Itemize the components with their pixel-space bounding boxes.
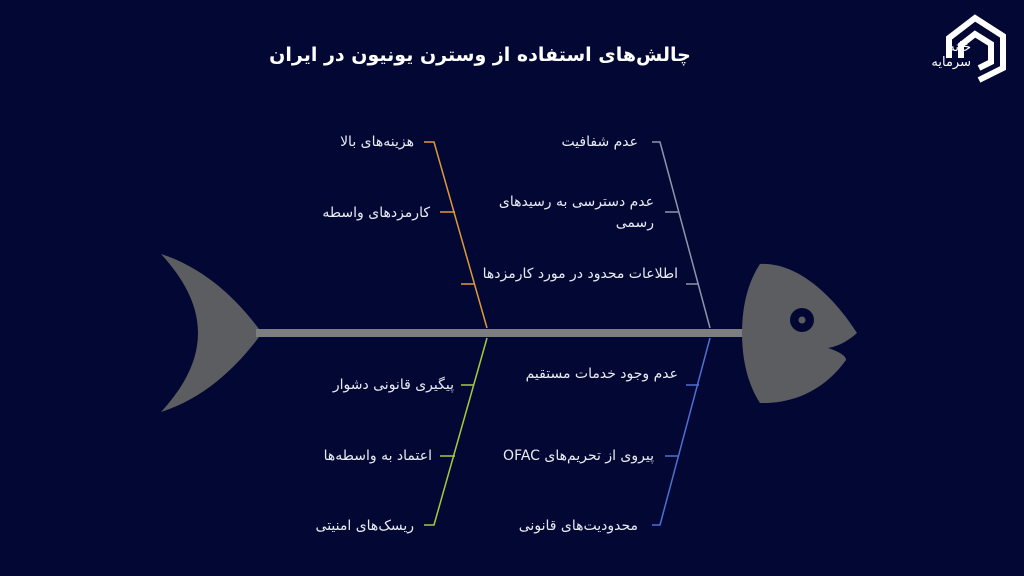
fish-spine bbox=[256, 329, 750, 337]
fish-head bbox=[742, 263, 857, 404]
fish-eye-pupil bbox=[798, 316, 806, 324]
label-top-right-2: عدم دسترسی به رسیدهای رسمی bbox=[498, 194, 654, 231]
label-bottom-right-1: عدم وجود خدمات مستقیم bbox=[525, 366, 678, 382]
branch-bottom-right bbox=[652, 337, 711, 526]
logo-text-line1: خانه bbox=[948, 40, 971, 55]
label-bottom-right-3: محدودیت‌های قانونی bbox=[518, 518, 638, 534]
page-title: چالش‌های استفاده از وسترن یونیون در ایرا… bbox=[269, 44, 691, 66]
label-bottom-left-1: پیگیری قانونی دشوار bbox=[332, 377, 454, 393]
logo-text: خانه سرمایه bbox=[893, 40, 971, 70]
house-logo-icon bbox=[946, 14, 1006, 83]
label-top-right-1: عدم شفافیت bbox=[561, 134, 638, 150]
label-bottom-left-2: اعتماد به واسطه‌ها bbox=[323, 448, 432, 464]
label-bottom-left-3: ریسک‌های امنیتی bbox=[315, 518, 414, 534]
branch-bottom-left bbox=[424, 337, 488, 526]
label-top-right-3: اطلاعات محدود در مورد کارمزدها bbox=[482, 266, 678, 282]
label-top-left-1: هزینه‌های بالا bbox=[340, 134, 414, 150]
label-top-left-2: کارمزدهای واسطه bbox=[322, 205, 430, 221]
logo-text-line2: سرمایه bbox=[931, 55, 971, 70]
label-bottom-right-2: پیروی از تحریم‌های OFAC bbox=[503, 448, 654, 464]
branch-top-left bbox=[424, 141, 488, 329]
fish-tail bbox=[161, 254, 262, 412]
branch-top-right bbox=[652, 141, 711, 329]
